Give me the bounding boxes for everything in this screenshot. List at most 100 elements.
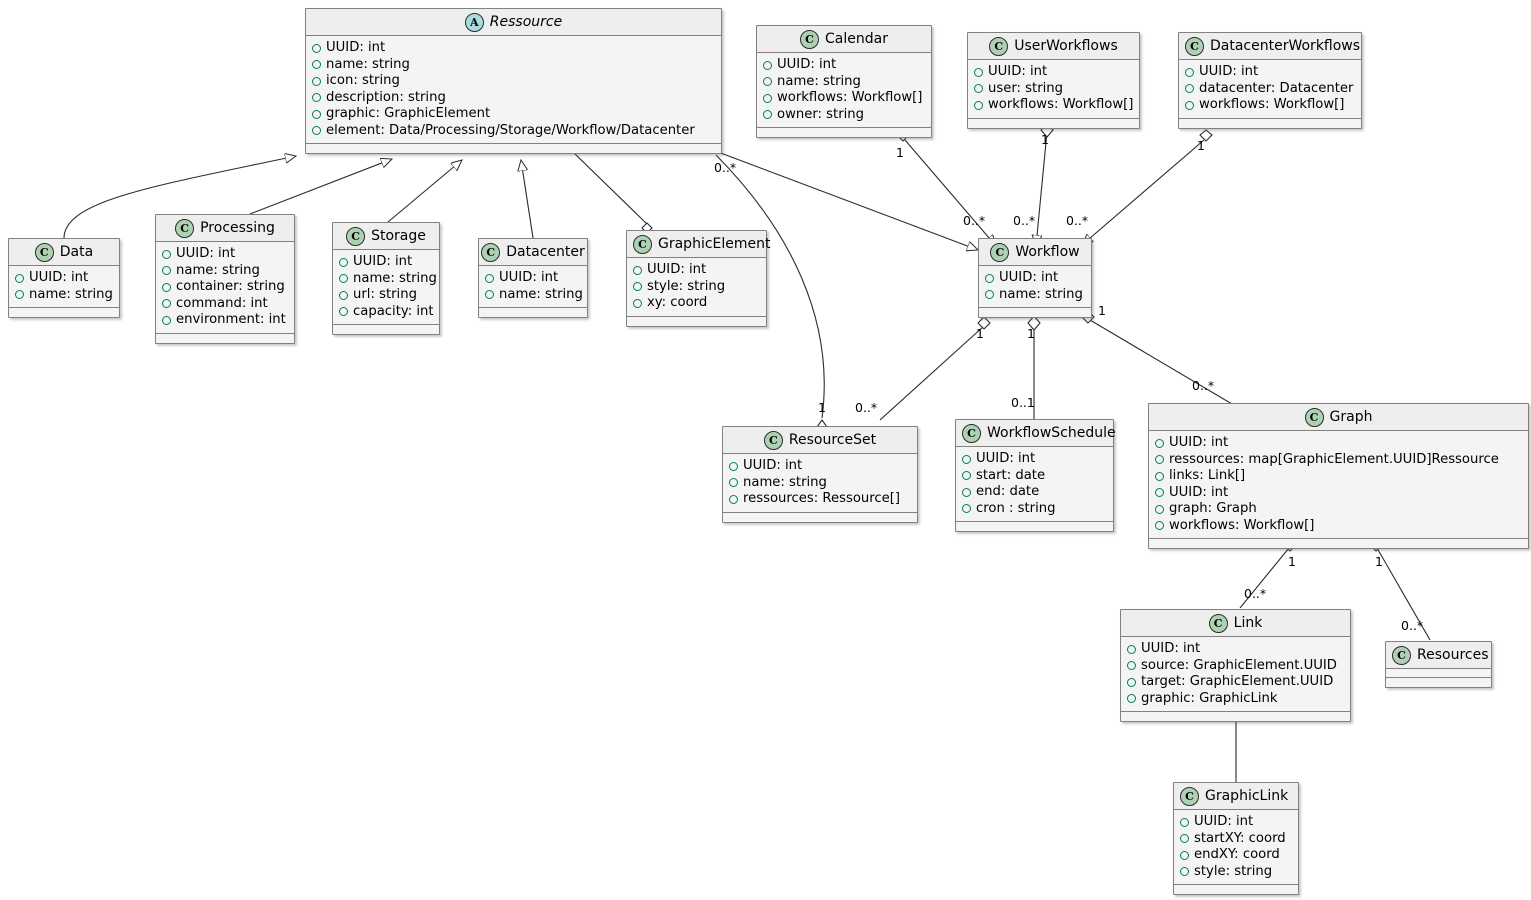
attribute-label: UUID: int bbox=[777, 57, 837, 72]
class-attributes-datacenter: UUID: int name: string bbox=[479, 266, 587, 308]
visibility-public-icon bbox=[985, 290, 994, 300]
visibility-public-icon bbox=[339, 307, 348, 317]
class-name-datacenterworkflows: DatacenterWorkflows bbox=[1210, 38, 1361, 54]
attribute-row: UUID: int bbox=[1127, 641, 1345, 658]
attribute-label: UUID: int bbox=[353, 254, 413, 269]
attribute-label: UUID: int bbox=[743, 458, 803, 473]
visibility-public-icon bbox=[162, 315, 171, 325]
class-methods-processing bbox=[156, 333, 294, 343]
class-header-graphicelement: C GraphicElement bbox=[627, 231, 771, 258]
attribute-label: owner: string bbox=[777, 106, 865, 122]
attribute-label: icon: string bbox=[326, 73, 400, 88]
multiplicity-label: 0..* bbox=[1192, 378, 1215, 393]
visibility-public-icon bbox=[15, 290, 24, 300]
class-name-workflow: Workflow bbox=[1015, 244, 1080, 260]
attribute-label: graphic: GraphicLink bbox=[1141, 690, 1278, 706]
attribute-label: links: Link[] bbox=[1169, 468, 1246, 483]
attribute-label: environment: int bbox=[176, 312, 286, 327]
visibility-public-icon bbox=[485, 273, 494, 283]
visibility-public-icon bbox=[962, 471, 971, 481]
attribute-label: style: string bbox=[647, 278, 726, 294]
class-name-workflowschedule: WorkflowSchedule bbox=[987, 425, 1116, 441]
attribute-label: UUID: int bbox=[29, 270, 89, 285]
attribute-label: name: string bbox=[29, 286, 113, 302]
class-methods-workflowschedule bbox=[956, 522, 1113, 531]
attribute-label: UUID: int bbox=[499, 270, 559, 285]
class-name-graphicelement: GraphicElement bbox=[658, 236, 771, 252]
class-name-data: Data bbox=[59, 244, 94, 260]
visibility-public-icon bbox=[1127, 644, 1136, 654]
class-methods-graphicelement bbox=[627, 316, 766, 326]
multiplicity-label: 1 bbox=[1098, 303, 1106, 318]
attribute-row: workflows: Workflow[] bbox=[763, 90, 926, 107]
class-icon: C bbox=[481, 242, 501, 262]
class-icon: C bbox=[1208, 613, 1228, 633]
visibility-public-icon bbox=[312, 126, 321, 136]
attribute-row: UUID: int bbox=[162, 246, 289, 263]
attribute-label: container: string bbox=[176, 279, 285, 294]
multiplicity-label: 0..* bbox=[963, 213, 986, 228]
attribute-row: name: string bbox=[339, 271, 437, 288]
attribute-row: source: GraphicElement.UUID bbox=[1127, 658, 1345, 675]
visibility-public-icon bbox=[485, 290, 494, 300]
visibility-public-icon bbox=[633, 298, 642, 308]
attribute-label: endXY: coord bbox=[1194, 847, 1280, 862]
multiplicity-label: 1 bbox=[976, 326, 984, 341]
attribute-row: name: string bbox=[162, 263, 289, 280]
visibility-public-icon bbox=[1180, 867, 1189, 877]
class-icon: C bbox=[633, 234, 652, 254]
attribute-row: UUID: int bbox=[1155, 435, 1523, 452]
multiplicity-label: 0..* bbox=[714, 160, 737, 175]
attribute-row: name: string bbox=[15, 287, 114, 304]
class-icon: C bbox=[989, 36, 1009, 56]
edge-workflow-resourceset bbox=[879, 325, 985, 421]
attribute-row: start: date bbox=[962, 468, 1108, 485]
visibility-public-icon bbox=[339, 290, 348, 300]
class-methods-graph bbox=[1149, 539, 1528, 548]
attribute-row: startXY: coord bbox=[1180, 831, 1293, 848]
multiplicity-label: 0..* bbox=[1244, 586, 1267, 601]
visibility-public-icon bbox=[962, 504, 971, 514]
attribute-label: UUID: int bbox=[1141, 641, 1201, 656]
attribute-label: UUID: int bbox=[647, 262, 707, 277]
visibility-public-icon bbox=[312, 43, 321, 53]
edge-processing-ressource bbox=[249, 159, 392, 215]
attribute-label: UUID: int bbox=[988, 64, 1048, 79]
visibility-public-icon bbox=[1127, 677, 1136, 687]
visibility-public-icon bbox=[1127, 694, 1136, 704]
class-name-calendar: Calendar bbox=[825, 31, 888, 47]
class-icon: C bbox=[175, 218, 195, 238]
attribute-label: datacenter: Datacenter bbox=[1199, 80, 1354, 96]
attribute-row: name: string bbox=[485, 287, 583, 304]
visibility-public-icon bbox=[1155, 438, 1164, 448]
visibility-public-icon bbox=[729, 461, 738, 471]
attribute-label: UUID: int bbox=[1194, 814, 1254, 829]
visibility-public-icon bbox=[1155, 455, 1164, 465]
visibility-public-icon bbox=[339, 257, 348, 267]
attribute-label: command: int bbox=[176, 295, 268, 311]
